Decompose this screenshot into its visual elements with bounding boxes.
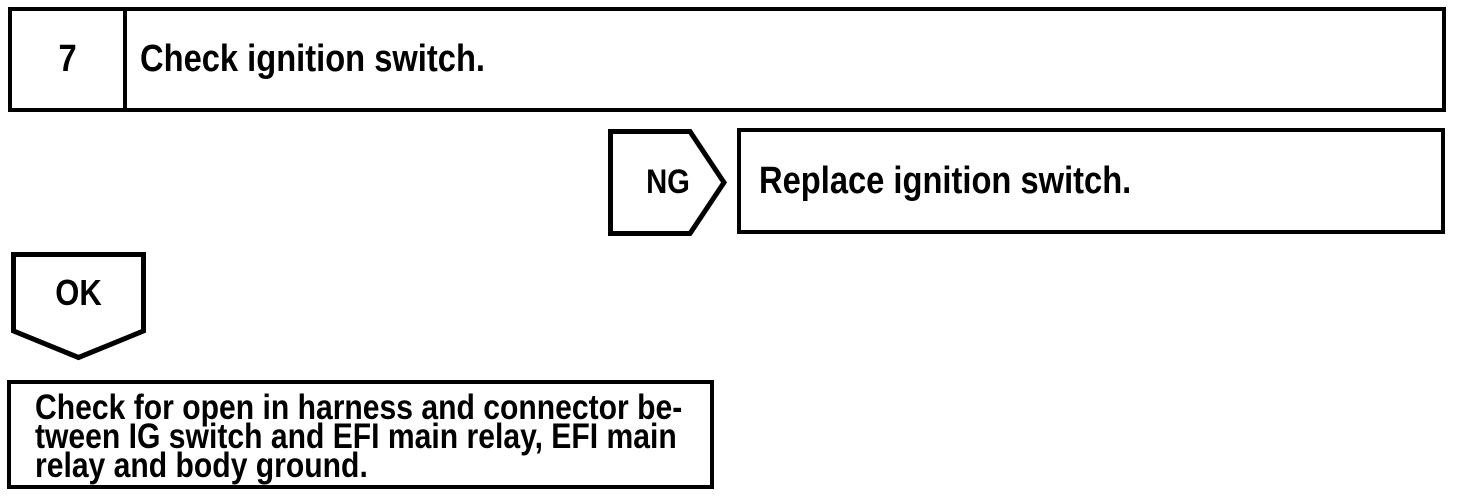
step-instruction-cell: Check ignition switch. (127, 11, 1442, 108)
ng-connector: NG (608, 129, 730, 236)
step-number-cell: 7 (12, 11, 127, 108)
step-box: 7 Check ignition switch. (8, 7, 1446, 112)
ok-action-line-2: tween IG switch and EFI main relay, EFI … (35, 417, 677, 456)
ng-action-text: Replace ignition switch. (759, 159, 1132, 202)
ok-label: OK (55, 271, 102, 313)
ng-label: NG (646, 163, 690, 201)
ng-action-box: Replace ignition switch. (737, 128, 1445, 234)
ok-action-box: Check for open in harness and connector … (7, 380, 714, 489)
step-number: 7 (58, 38, 77, 80)
ok-action-line-1: Check for open in harness and connector … (35, 388, 683, 427)
ok-arrow-down-icon (11, 252, 146, 361)
ok-action-line-3: relay and body ground. (35, 446, 368, 485)
step-instruction: Check ignition switch. (140, 38, 485, 80)
ng-arrow-right-icon (608, 129, 728, 236)
ok-connector: OK (11, 252, 146, 361)
